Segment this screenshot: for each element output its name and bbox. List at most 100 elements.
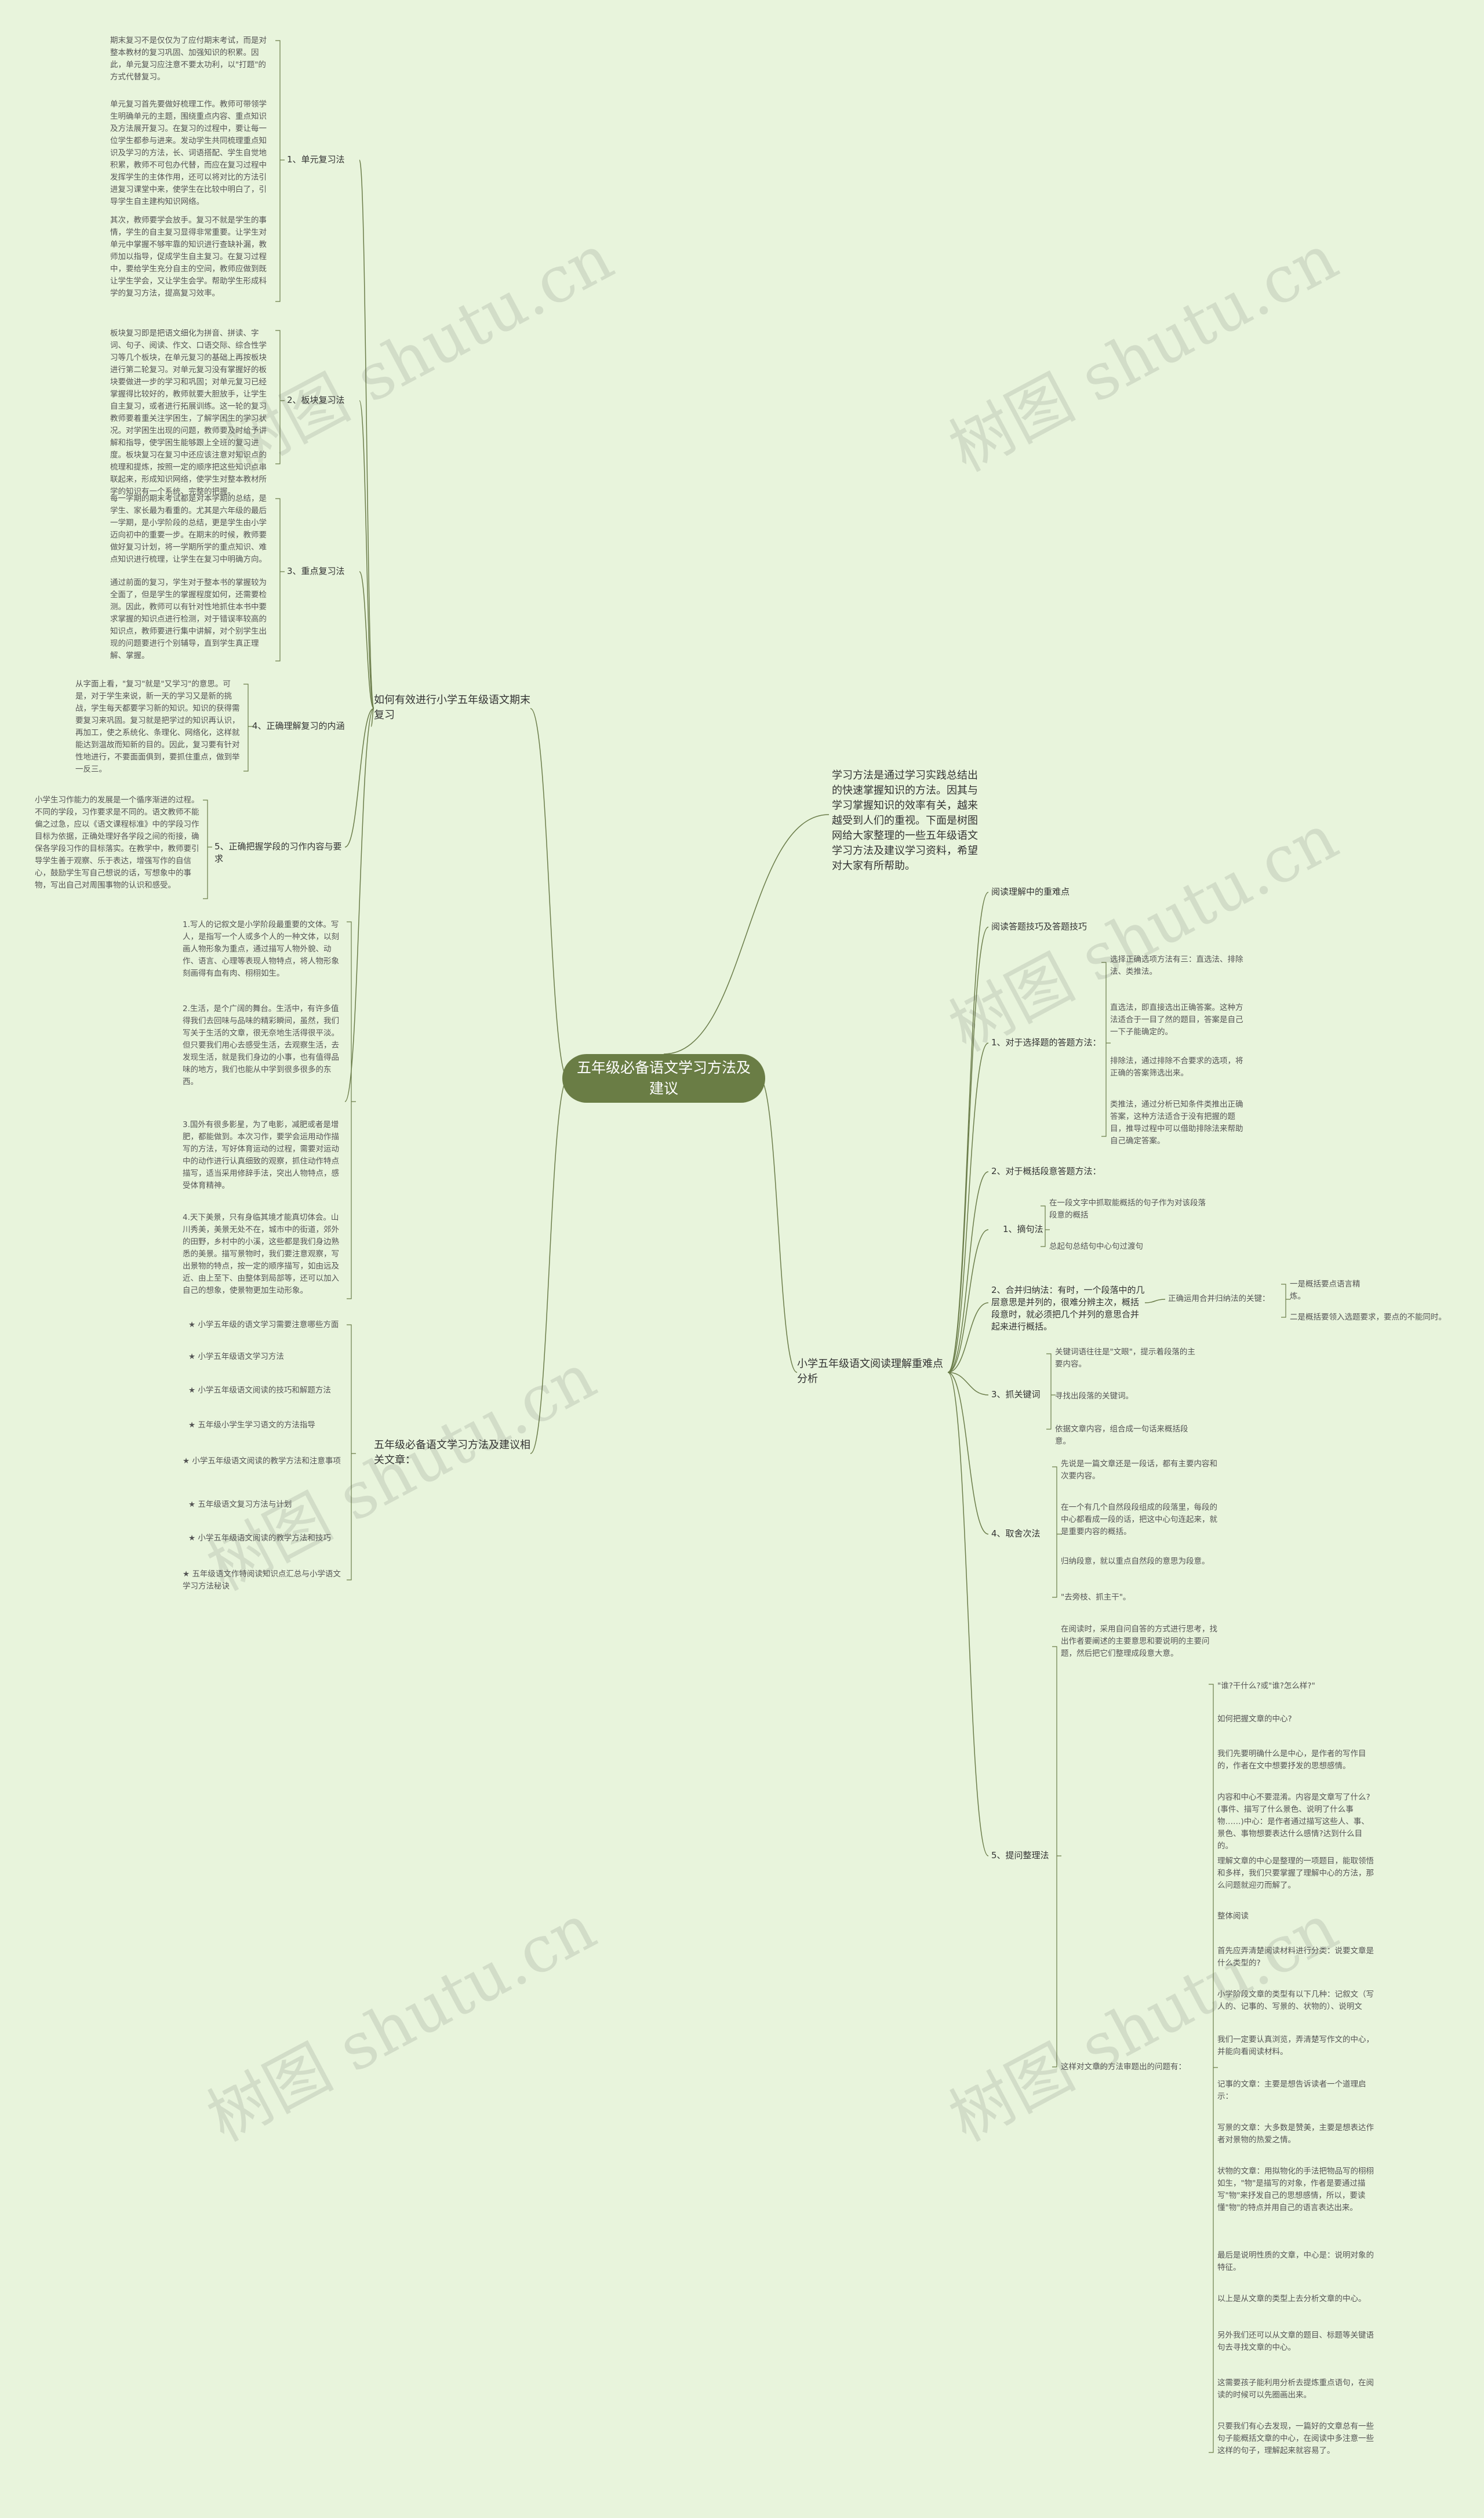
leaf: 正确运用合并归纳法的关键： [1168,1294,1270,1303]
connector-intro [663,814,830,1055]
sub-keyword: 3、抓关键词 [991,1389,1041,1400]
connector-line [359,571,374,709]
article-link: ★ 小学五年级语文阅读的技巧和解题方法 [188,1386,331,1395]
center-topic: 五年级必备语文学习方法及建议 [562,1054,765,1103]
connector-line [947,1302,989,1373]
leaf: 类推法，通过分析已知条件类推出正确答案，这种方法适合于没有把握的题目，推导过程中… [1110,1100,1243,1146]
leaf: 每一学期的期末考试都是对本学期的总结，是学生、家长最为看重的。尤其是六年级的最后… [110,494,267,564]
leaf: 寻找出段落的关键词。 [1055,1391,1133,1401]
brace-extract [1041,1205,1050,1247]
branch-articles: 五年级必备语文学习方法及建议相关文章： [374,1439,530,1466]
connector-line [947,1372,989,1535]
leaf: 我们一定要认真浏览，弄清楚写作文的中心，并能向看阅读材料。 [1217,2035,1374,2056]
leaf: 在一段文字中抓取能概括的句子作为对该段落段意的概括 [1049,1198,1206,1220]
intro-text: 学习方法是通过学习实践总结出的快速掌握知识的方法。因其与学习掌握知识的效率有关，… [832,769,978,872]
leaf: 记事的文章：主要是想告诉读者一个道理启示： [1217,2080,1366,2101]
leaf: 小学阶段文章的类型有以下几种：记叙文（写人的、记事的、写景的、状物的）、说明文 [1217,1990,1374,2011]
leaf: 另外我们还可以从文章的题目、标题等关键语句去寻找文章的中心。 [1217,2331,1374,2352]
connector-line [947,1372,989,1396]
leaf: 我们先要明确什么是中心，是作者的写作目的，作者在文中想要抒发的思想感情。 [1217,1749,1366,1771]
leaf: 排除法，通过排除不合要求的选项，将正确的答案筛选出来。 [1110,1056,1243,1078]
sub-choose: 4、取舍次法 [991,1528,1041,1539]
brace-unit [275,40,285,302]
connector-line [359,159,374,709]
connector-line [359,400,374,709]
leaf: 以上是从文章的类型上去分析文章的中心。 [1217,2294,1366,2303]
article-link: ★ 小学五年级语文阅读的教学方法和技巧 [188,1534,331,1543]
connector-line [344,708,374,848]
leaf: 板块复习即是把语文细化为拼音、拼读、字词、句子、阅读、作文、口语交际、综合性学习… [110,329,267,496]
leaf: 其次，教师要学会放手。复习不就是学生的事情，学生的自主复习显得非常重要。让学生对… [110,216,267,298]
leaf: "去旁枝、抓主干"。 [1061,1593,1131,1602]
leaf: 如何把握文章的中心? [1217,1714,1292,1724]
leaf: 这样对文章的方法审题出的问题有： [1061,2062,1186,2072]
branch-reading: 小学五年级语文阅读理解重难点分析 [797,1358,943,1385]
brace-writing [203,800,212,899]
leaf: 关键词语往往是"文眼"，提示着段落的主要内容。 [1055,1347,1195,1369]
leaf: 小学生习作能力的发展是一个循序渐进的过程。不同的学段，习作要求是不同的。语文教师… [35,795,199,890]
brace-types [347,921,356,1299]
leaf: 通过前面的复习，学生对于整本书的掌握较为全面了，但是学生的掌握程度如何，还需要检… [110,578,267,660]
brace-merge [1281,1284,1290,1318]
article-link: ★ 小学五年级语文学习方法 [188,1352,284,1361]
leaf: 1.写人的记叙文是小学阶段最重要的文体。写人，是指写一个人或多个人的一种文体，以… [183,920,339,978]
article-link: ★ 五年级语文作特阅读知识点汇总与小学语文学习方法秘诀 [183,1569,341,1591]
leaf: 这需要孩子能利用分析去提炼重点语句，在阅读的时候可以先圈画出来。 [1217,2378,1374,2400]
leaf: 归纳段意，就以重点自然段的意思为段意。 [1061,1557,1210,1566]
connector-line [1144,1299,1166,1303]
leaf: 3.国外有很多影星，为了电影，减肥或者是增肥，都能做到。本次习作，要学会运用动作… [183,1120,339,1190]
leaf: 最后是说明性质的文章，中心是：说明对象的特征。 [1217,2251,1374,2272]
leaf: 首先应弄清楚阅读材料进行分类：说要文章是什么类型的? [1217,1946,1374,1968]
leaf: 2.生活，是个广阔的舞台。生活中，有许多值得我们去回味与品味的精彩瞬间，虽然，我… [183,1004,339,1087]
connector-articles [530,1078,569,1454]
article-link: ★ 小学五年级语文阅读的教学方法和注意事项 [183,1456,341,1466]
branch-review: 如何有效进行小学五年级语文期末复习 [374,694,530,721]
leaf: 整体阅读 [1217,1912,1249,1921]
sub-writing: 5、正确把握学段的习作内容与要求 [214,841,342,864]
connector-line [344,708,374,1102]
leaf: 只要我们有心去发现，一篇好的文章总有一些句子能概括文章的中心，在阅读中多注意一些… [1217,2422,1374,2455]
leaf: 在一个有几个自然段段组成的段落里，每段的中心都看成一段的话，把这中心句连起来，就… [1061,1503,1217,1536]
leaf: 单元复习首先要做好梳理工作。教师可带领学生明确单元的主题，围绕重点内容、重点知识… [110,100,267,206]
connector-line [947,926,989,1373]
sub-choice: 1、对于选择题的答题方法： [991,1037,1101,1048]
leaf: 4.天下美景，只有身临其境才能真切体会。山川秀美，美景无处不在，城市中的街道，郊… [183,1213,339,1295]
brace-choose [1052,1466,1061,1598]
sub-merge: 2、合并归纳法：有时，一个段落中的几层意思是并列的，很难分辨主次，概括段意时，就… [991,1285,1145,1332]
sub: 2、对于概括段意答题方法： [991,1166,1101,1176]
brace-block [275,330,285,464]
brace-articles [347,1324,356,1580]
leaf: 总起句总结句中心句过渡句 [1049,1242,1143,1251]
leaf: 内容和中心不要混淆。内容是文章写了什么?(事件、描写了什么景色、说明了什么事物…… [1217,1793,1370,1851]
connector-line [947,1372,989,1856]
connector-line [947,1171,989,1373]
brace-question-items [1209,1684,1218,2453]
leaf: 在阅读时，采用自问自答的方式进行思考，找出作者要阐述的主要意思和要说明的主要问题… [1061,1625,1217,1658]
leaf: 一是概括要点语言精炼。 [1290,1280,1361,1301]
leaf: 期末复习不是仅仅为了应付期末考试，而是对整本教材的复习巩固、加强知识的积累。因此… [110,36,267,82]
leaf: 依据文章内容，组合成一句话来概括段意。 [1055,1425,1188,1446]
article-link: ★ 五年级语文复习方法与计划 [188,1500,292,1509]
brace-key [275,498,285,662]
sub-unit: 1、单元复习法 [287,154,345,165]
article-link: ★ 小学五年级的语文学习需要注意哪些方面 [188,1320,339,1329]
leaf: 选择正确选项方法有三：直选法、排除法、类推法。 [1110,955,1243,976]
leaf: 先说是一篇文章还是一段话，都有主要内容和次要内容。 [1061,1459,1217,1481]
connector-reading [759,1078,798,1373]
sub-key: 3、重点复习法 [287,566,345,576]
sub-meaning: 4、正确理解复习的内涵 [252,721,345,731]
leaf: 从字面上看，"复习"就是"又学习"的意思。可是，对于学生来说，新一天的学习又是新… [75,680,240,774]
sub: 阅读理解中的重难点 [991,886,1070,897]
brace-keyword [1046,1353,1056,1430]
connector-line [947,1229,989,1373]
brace-question [1052,1646,1061,2068]
leaf: 二是概括要领入选题要求，要点的不能同时。 [1290,1313,1446,1322]
connector-line [947,1042,989,1373]
connector-review [530,708,569,1079]
sub-block: 2、板块复习法 [287,395,345,405]
leaf: 写景的文章：大多数是赞美，主要是想表达作者对景物的热爱之情。 [1217,2123,1374,2145]
article-link: ★ 五年级小学生学习语文的方法指导 [188,1420,315,1430]
sub-extract: 1、摘句法 [1003,1224,1043,1234]
leaf: 状物的文章：用拟物化的手法把物品写的栩栩如生，"物"是描写的对象，作者是要通过描… [1217,2167,1374,2212]
